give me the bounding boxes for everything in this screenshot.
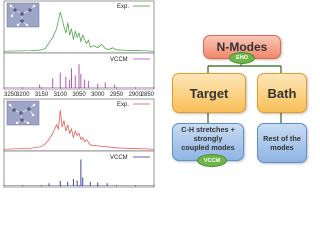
chart1-exp-line bbox=[3, 12, 155, 52]
molecule-inset-2 bbox=[6, 100, 40, 126]
chart2-legend-vccm-label: VCCM bbox=[110, 155, 128, 161]
rest-modes-line-1: Rest of the bbox=[263, 134, 301, 143]
chart1-vccm-series bbox=[4, 64, 154, 88]
n-modes-box: N-Modes bbox=[203, 35, 281, 59]
rest-modes-box: Rest of the modes bbox=[257, 123, 307, 163]
chart2-legend-exp-label: Exp. bbox=[117, 102, 129, 108]
x-tick-label: 2850 bbox=[141, 92, 155, 98]
chart1-exp-series bbox=[3, 12, 155, 52]
x-tick-label: 2900 bbox=[129, 92, 143, 98]
bath-label: Bath bbox=[267, 85, 297, 101]
n-modes-label: N-Modes bbox=[216, 40, 268, 54]
x-tick-label: 3000 bbox=[91, 92, 105, 98]
chart2-vccm-series bbox=[4, 159, 154, 186]
molecule-inset-1 bbox=[6, 2, 40, 28]
rest-modes-line-2: modes bbox=[270, 143, 294, 152]
chart2-vccm-frame bbox=[3, 150, 155, 188]
chart2-exp-series bbox=[3, 110, 155, 150]
x-tick-label: 3150 bbox=[35, 92, 49, 98]
x-tick-label: 3250 bbox=[4, 92, 18, 98]
eho-badge: EHO bbox=[229, 52, 255, 64]
target-label: Target bbox=[189, 85, 229, 101]
x-tick-label: 3050 bbox=[72, 92, 86, 98]
vccm-badge: VCCM bbox=[197, 154, 227, 167]
diagram-connectors bbox=[207, 62, 282, 123]
target-box: Target bbox=[172, 73, 246, 113]
bath-box: Bath bbox=[257, 73, 307, 113]
target-modes-line-1: C-H stretches + bbox=[181, 124, 235, 134]
mode-partition-diagram: N-Modes EHO Target Bath C-H stretches + … bbox=[165, 0, 319, 189]
target-modes-line-3: coupled modes bbox=[181, 142, 235, 152]
chart1-legend-vccm-label: VCCM bbox=[110, 57, 128, 63]
x-tick-label: 3200 bbox=[16, 92, 30, 98]
x-tick-label: 3100 bbox=[54, 92, 68, 98]
x-tick-label: 2950 bbox=[110, 92, 124, 98]
target-modes-line-2: strongly bbox=[193, 133, 223, 143]
chart1-legend-exp-label: Exp. bbox=[117, 4, 129, 10]
